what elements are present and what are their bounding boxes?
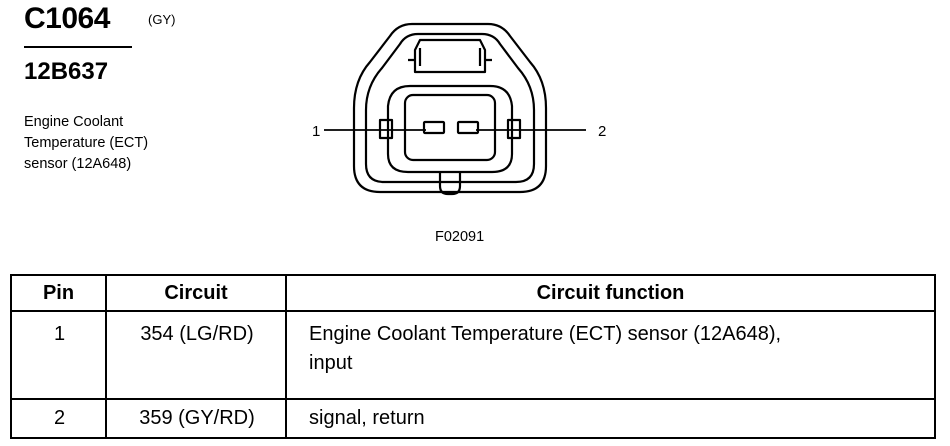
pin-table: Pin Circuit Circuit function 1 354 (LG/R… — [10, 274, 936, 439]
connector-housing-inner — [364, 32, 536, 184]
cell-circuit: 354 (LG/RD) — [105, 310, 287, 400]
cell-pin: 2 — [10, 398, 107, 439]
function-line: input — [309, 352, 353, 374]
title-underline — [24, 46, 132, 48]
component-description: Engine Coolant Temperature (ECT) sensor … — [24, 112, 148, 175]
description-line: Temperature (ECT) — [24, 135, 149, 151]
terminal-cavity — [403, 93, 497, 162]
terminal-1 — [422, 120, 446, 135]
pin-1-label: 1 — [312, 123, 320, 140]
function-line: Engine Coolant Temperature (ECT) sensor … — [309, 323, 782, 345]
terminal-2 — [456, 120, 480, 135]
part-number: 12B637 — [24, 58, 109, 85]
description-line: sensor (12A648) — [24, 156, 132, 172]
table-row: 1 354 (LG/RD) Engine Coolant Temperature… — [10, 310, 936, 400]
pin-2-label: 2 — [598, 123, 606, 140]
connector-color-code: (GY) — [148, 12, 176, 27]
connector-housing-outer — [352, 22, 548, 194]
table-header-row: Pin Circuit Circuit function — [10, 274, 936, 312]
connector-face-diagram: 1 2 — [312, 22, 606, 196]
header-circuit: Circuit — [105, 274, 287, 312]
description-line: Engine Coolant — [24, 114, 124, 130]
bottom-latch — [438, 172, 462, 196]
cell-pin: 1 — [10, 310, 107, 400]
locking-tab — [413, 38, 487, 74]
cell-circuit-function: signal, return — [285, 398, 936, 439]
header-circuit-function: Circuit function — [285, 274, 936, 312]
cell-circuit-function: Engine Coolant Temperature (ECT) sensor … — [285, 310, 936, 400]
connector-shroud — [386, 84, 514, 174]
header-pin: Pin — [10, 274, 107, 312]
cell-circuit: 359 (GY/RD) — [105, 398, 287, 439]
function-line: signal, return — [309, 407, 425, 429]
table-row: 2 359 (GY/RD) signal, return — [10, 398, 936, 439]
connector-id: C1064 — [24, 2, 110, 35]
figure-id: F02091 — [435, 229, 485, 245]
